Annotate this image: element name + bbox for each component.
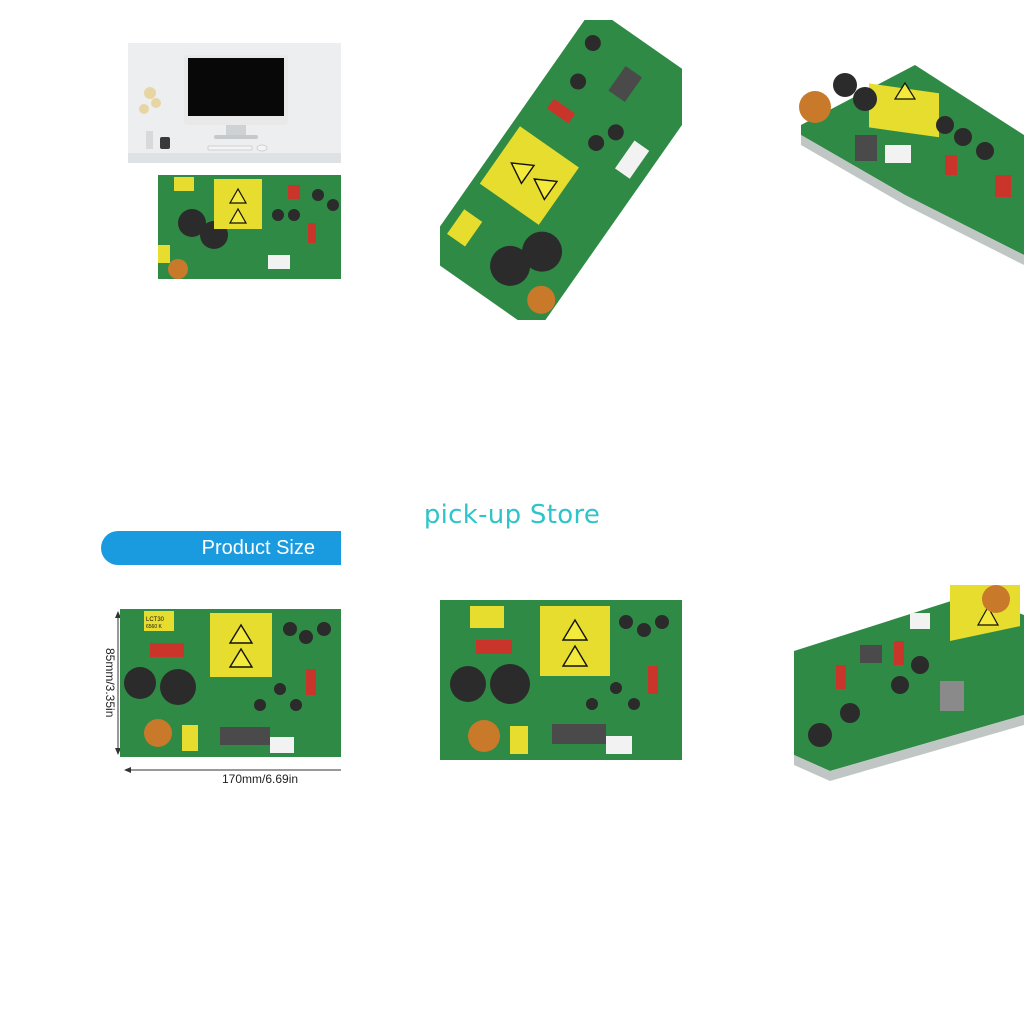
height-dimension-label: 85mm/3.35in: [103, 648, 117, 718]
product-image-perspective-left: [790, 585, 1024, 785]
product-image-dimensions: LCT30 6560 K: [112, 605, 341, 777]
transformer-label: LCT30: [146, 617, 165, 623]
product-image-perspective-right: [795, 55, 1024, 285]
warning-triangle-icon: [228, 623, 254, 644]
width-dimension-label: 170mm/6.69in: [222, 772, 299, 786]
product-image-desk-scene: [128, 43, 341, 283]
transformer-sublabel: 6560 K: [146, 624, 163, 630]
product-size-banner: Product Size: [101, 531, 341, 565]
store-name: pick-up Store: [423, 500, 601, 530]
product-image-top-view: [440, 600, 682, 760]
product-image-angled-top: [440, 20, 682, 320]
monitor-icon: [184, 55, 288, 139]
